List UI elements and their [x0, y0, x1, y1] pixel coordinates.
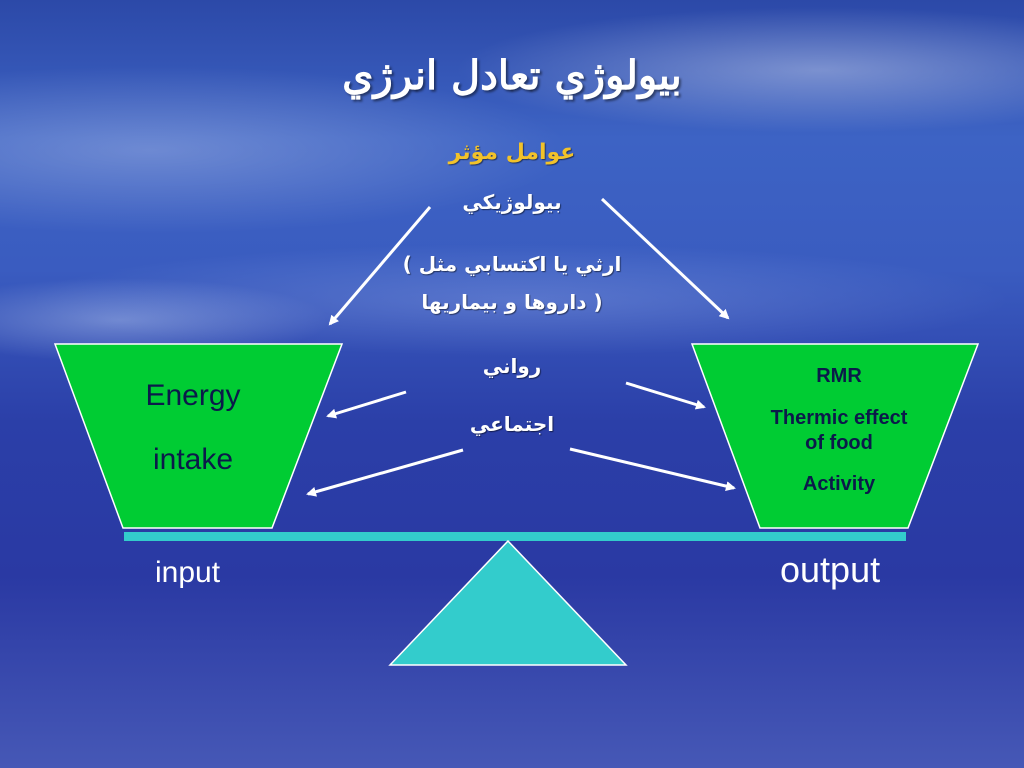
arrow-top-left	[328, 206, 432, 326]
factor-psychological: رواني	[482, 354, 542, 378]
right-bucket	[690, 343, 980, 529]
rmr-label: RMR	[816, 365, 862, 387]
energy-label: Energy	[145, 379, 241, 412]
tef-label-line1: Thermic effect	[770, 407, 908, 429]
slide-title: بيولوژي تعادل انرژي	[342, 52, 682, 99]
factor-genetic-line2: ( داروها و بيماريها	[421, 290, 603, 314]
fulcrum-triangle	[388, 539, 628, 666]
left-bucket	[53, 343, 344, 529]
balance-beam	[124, 532, 906, 541]
factor-biological: بيولوژيکي	[462, 190, 562, 214]
tef-label-line2: of food	[805, 432, 873, 454]
activity-label: Activity	[802, 473, 876, 495]
arrow-mid-right	[625, 381, 706, 410]
factor-genetic-line1: ارثي يا اکتسابي مثل )	[402, 252, 622, 276]
arrow-top-right	[600, 197, 730, 320]
factor-social: اجتماعي	[469, 412, 555, 436]
arrow-mid-left	[326, 390, 407, 419]
intake-label: intake	[152, 443, 234, 476]
output-label: output	[780, 549, 881, 590]
arrow-low-left	[306, 448, 464, 497]
right-bucket-text: RMR Thermic effect of food Activity	[744, 364, 934, 497]
left-bucket-text: Energy intake	[123, 376, 263, 480]
input-label: input	[155, 556, 221, 589]
arrow-low-right	[569, 447, 736, 492]
factors-heading: عوامل مؤثر	[448, 140, 576, 165]
